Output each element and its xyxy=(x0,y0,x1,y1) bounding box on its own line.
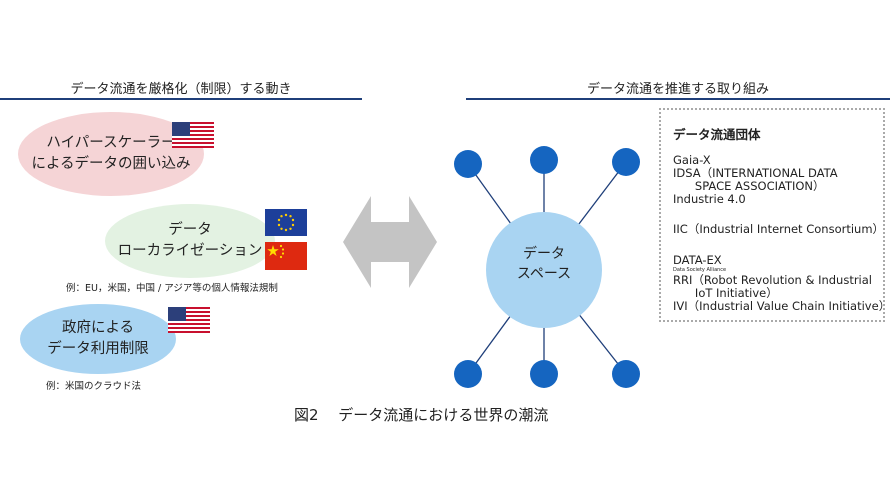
network-node xyxy=(454,150,482,178)
left-header: データ流通を厳格化（制限）する動き xyxy=(70,82,292,97)
localization-ellipse: データ ローカライゼーション xyxy=(105,204,275,278)
network-node xyxy=(612,360,640,388)
network-node xyxy=(530,146,558,174)
double-arrow-icon xyxy=(343,196,437,288)
localization-note: 例：EU，米国，中国 / アジア等の個人情報法規制 xyxy=(66,283,278,294)
government-line1: 政府による xyxy=(61,320,135,336)
org-ivi: IVI（Industrial Value Chain Initiative） xyxy=(673,299,890,313)
government-note: 例：米国のクラウド法 xyxy=(46,381,142,392)
localization-line2: ローカライゼーション xyxy=(117,243,263,259)
right-header-rule xyxy=(466,98,890,100)
eu-flag-icon xyxy=(265,209,307,236)
localization-line1: データ xyxy=(168,222,212,238)
china-flag-icon xyxy=(265,242,307,270)
org-box-title: データ流通団体 xyxy=(673,127,761,142)
network-node xyxy=(612,148,640,176)
org-rri-line2: IoT Initiative） xyxy=(673,286,778,300)
data-space-line1: データ xyxy=(523,246,565,262)
org-dataex: DATA-EX xyxy=(673,253,722,267)
org-idsa-line1: IDSA（INTERNATIONAL DATA xyxy=(673,166,838,180)
data-space-hub xyxy=(486,212,602,328)
right-header: データ流通を推進する取り組み xyxy=(586,82,769,97)
hyperscaler-line1: ハイパースケーラー xyxy=(46,135,176,151)
data-space-line2: スペース xyxy=(516,266,572,282)
government-line2: データ利用制限 xyxy=(47,341,149,357)
org-rri-line1: RRI（Robot Revolution & Industrial xyxy=(673,273,872,287)
data-space-network xyxy=(454,146,640,388)
government-ellipse: 政府による データ利用制限 xyxy=(20,304,176,374)
org-iic: IIC（Industrial Internet Consortium） xyxy=(673,222,885,236)
network-node xyxy=(530,360,558,388)
data-space-label: データ スペース xyxy=(484,244,604,284)
org-industrie: Industrie 4.0 xyxy=(673,192,746,206)
data-organizations-box: データ流通団体 Gaia-X IDSA（INTERNATIONAL DATA S… xyxy=(659,108,890,322)
us-flag-icon xyxy=(172,122,214,148)
left-header-rule xyxy=(0,98,362,100)
org-gaiax: Gaia-X xyxy=(673,153,711,167)
figure-caption: 図2 データ流通における世界の潮流 xyxy=(294,406,549,424)
us-flag-icon xyxy=(168,307,210,333)
network-node xyxy=(454,360,482,388)
org-dataex-sub: Data Society Alliance xyxy=(673,267,727,273)
hyperscaler-line2: によるデータの囲い込み xyxy=(31,156,191,172)
org-idsa-line2: SPACE ASSOCIATION） xyxy=(673,179,825,193)
